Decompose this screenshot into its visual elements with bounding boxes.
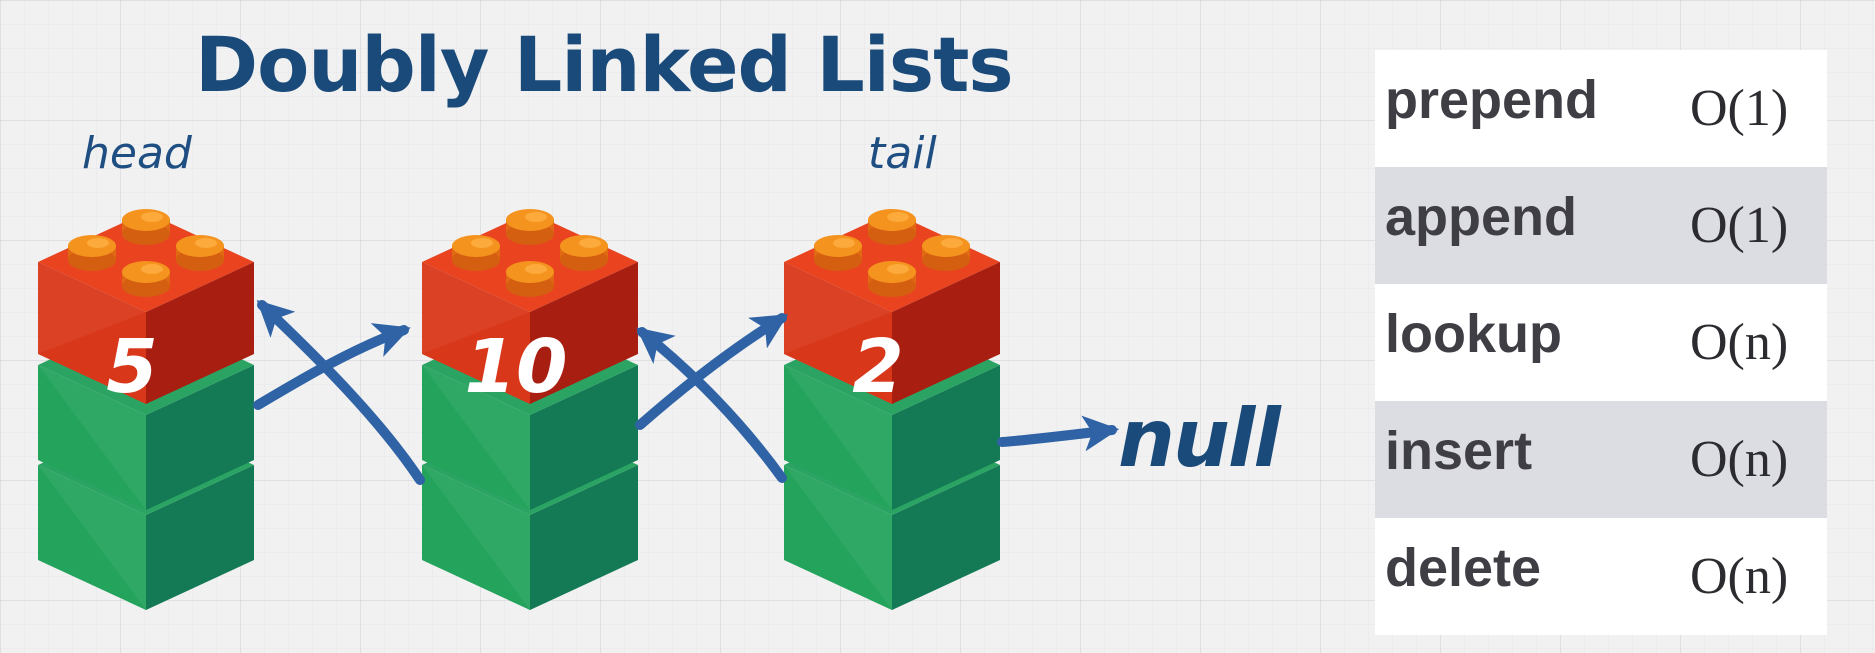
prev-arrow-3 xyxy=(636,327,787,483)
diagram-title: Doubly Linked Lists xyxy=(195,20,1014,109)
operation-name: append xyxy=(1385,186,1578,247)
node-value-2: 10 xyxy=(465,324,568,410)
operation-complexity: O(n) xyxy=(1690,431,1789,488)
operation-complexity: O(n) xyxy=(1690,548,1789,605)
operation-name: prepend xyxy=(1385,69,1599,130)
head-pointer-label: head xyxy=(82,128,192,179)
node-3: 2 xyxy=(784,209,1000,610)
operation-row-prepend: prepend O(1) xyxy=(1375,50,1827,167)
null-terminator-label: null xyxy=(1118,392,1281,485)
node-2: 10 xyxy=(422,209,638,610)
tail-pointer-label: tail xyxy=(868,128,937,179)
node-1: 5 xyxy=(38,209,254,610)
prev-arrow-2 xyxy=(256,300,425,485)
next-arrow-2 xyxy=(635,313,789,430)
operation-name: lookup xyxy=(1385,303,1562,364)
operation-row-lookup: lookup O(n) xyxy=(1375,284,1827,401)
operation-complexity: O(1) xyxy=(1690,197,1789,254)
operation-name: delete xyxy=(1385,537,1542,598)
operation-name: insert xyxy=(1385,420,1533,481)
operation-complexity: O(1) xyxy=(1690,80,1789,137)
node-value-1: 5 xyxy=(106,324,158,410)
operation-row-delete: delete O(n) xyxy=(1375,518,1827,635)
operation-row-append: append O(1) xyxy=(1375,167,1827,284)
null-arrow xyxy=(997,415,1120,452)
operation-row-insert: insert O(n) xyxy=(1375,401,1827,518)
node-value-3: 2 xyxy=(852,324,904,410)
linked-list-diagram: 5 10 2 xyxy=(38,209,1120,610)
operation-complexity: O(n) xyxy=(1690,314,1789,371)
